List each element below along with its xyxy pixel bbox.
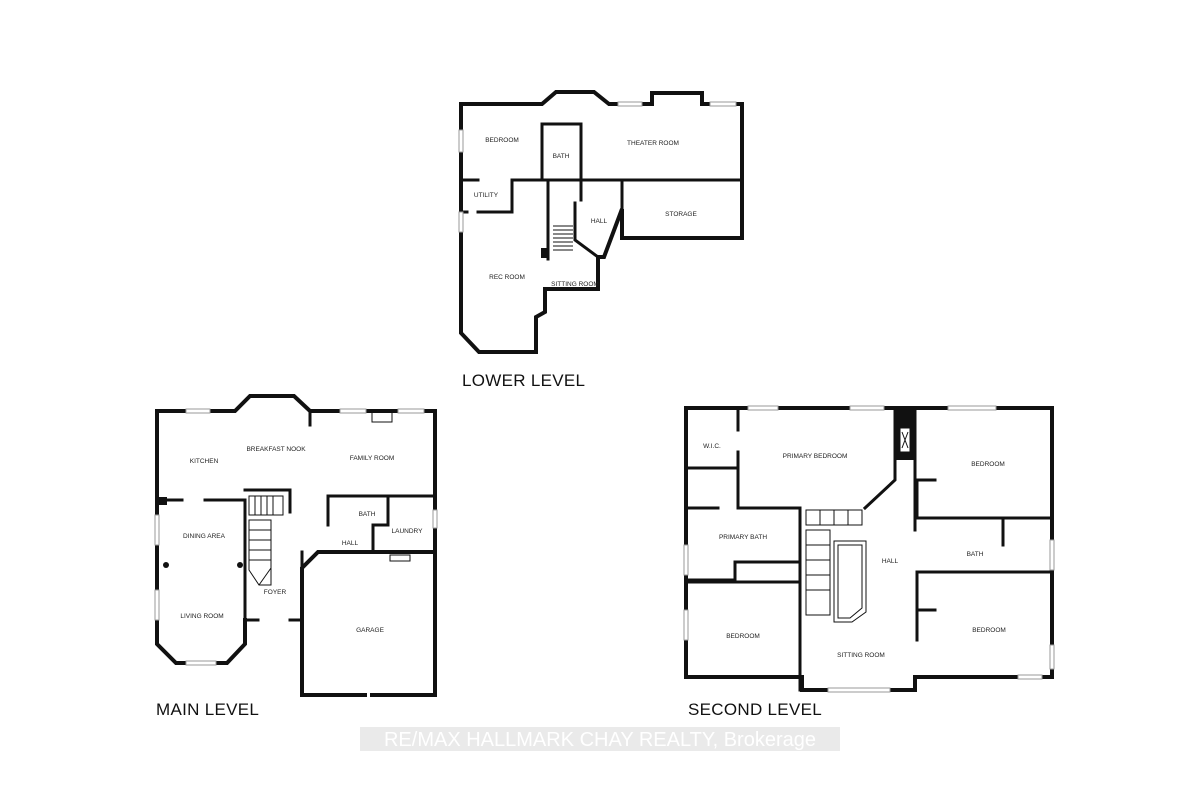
room-label-utility: UTILITY <box>474 192 499 199</box>
lower-level-plan: BEDROOM BATH THEATER ROOM UTILITY HALL S… <box>458 90 744 354</box>
room-label-wic: W.I.C. <box>703 443 721 450</box>
room-label-dining-area: DINING AREA <box>183 533 226 540</box>
room-label-storage: STORAGE <box>665 211 697 218</box>
room-label-second-bath: BATH <box>967 551 984 558</box>
room-label-living-room: LIVING ROOM <box>180 613 223 620</box>
room-label-primary-bedroom: PRIMARY BEDROOM <box>783 453 848 460</box>
room-label-bedroom-northeast: BEDROOM <box>971 461 1005 468</box>
room-label-kitchen: KITCHEN <box>190 458 219 465</box>
room-label-main-bath: BATH <box>359 511 376 518</box>
room-label-rec-room: REC ROOM <box>489 274 525 281</box>
room-label-lower-sitting-room: SITTING ROOM <box>551 281 599 288</box>
room-label-garage: GARAGE <box>356 627 384 634</box>
room-label-bedroom-southeast: BEDROOM <box>972 627 1006 634</box>
room-label-theater-room: THEATER ROOM <box>627 140 679 147</box>
room-label-main-hall: HALL <box>342 540 359 547</box>
level-title-second: SECOND LEVEL <box>688 700 822 719</box>
room-label-foyer: FOYER <box>264 589 287 596</box>
room-label-family-room: FAMILY ROOM <box>350 455 395 462</box>
room-label-primary-bath: PRIMARY BATH <box>719 534 767 541</box>
watermark-text: RE/MAX HALLMARK CHAY REALTY, Brokerage <box>384 729 816 751</box>
room-label-lower-bedroom: BEDROOM <box>485 137 519 144</box>
main-level-plan: KITCHEN BREAKFAST NOOK FAMILY ROOM DININ… <box>154 394 438 697</box>
room-label-bedroom-southwest: BEDROOM <box>726 633 760 640</box>
room-label-lower-bath: BATH <box>553 153 570 160</box>
second-level-plan: W.I.C. PRIMARY BEDROOM BEDROOM PRIMARY B… <box>683 405 1055 693</box>
level-title-main: MAIN LEVEL <box>156 700 259 719</box>
brokerage-watermark: RE/MAX HALLMARK CHAY REALTY, Brokerage <box>360 727 840 751</box>
room-label-breakfast-nook: BREAKFAST NOOK <box>246 446 306 453</box>
room-label-second-sitting-room: SITTING ROOM <box>837 652 885 659</box>
room-label-lower-hall: HALL <box>591 218 608 225</box>
room-label-second-hall: HALL <box>882 558 899 565</box>
level-title-lower: LOWER LEVEL <box>462 371 585 390</box>
room-label-laundry: LAUNDRY <box>392 528 424 535</box>
